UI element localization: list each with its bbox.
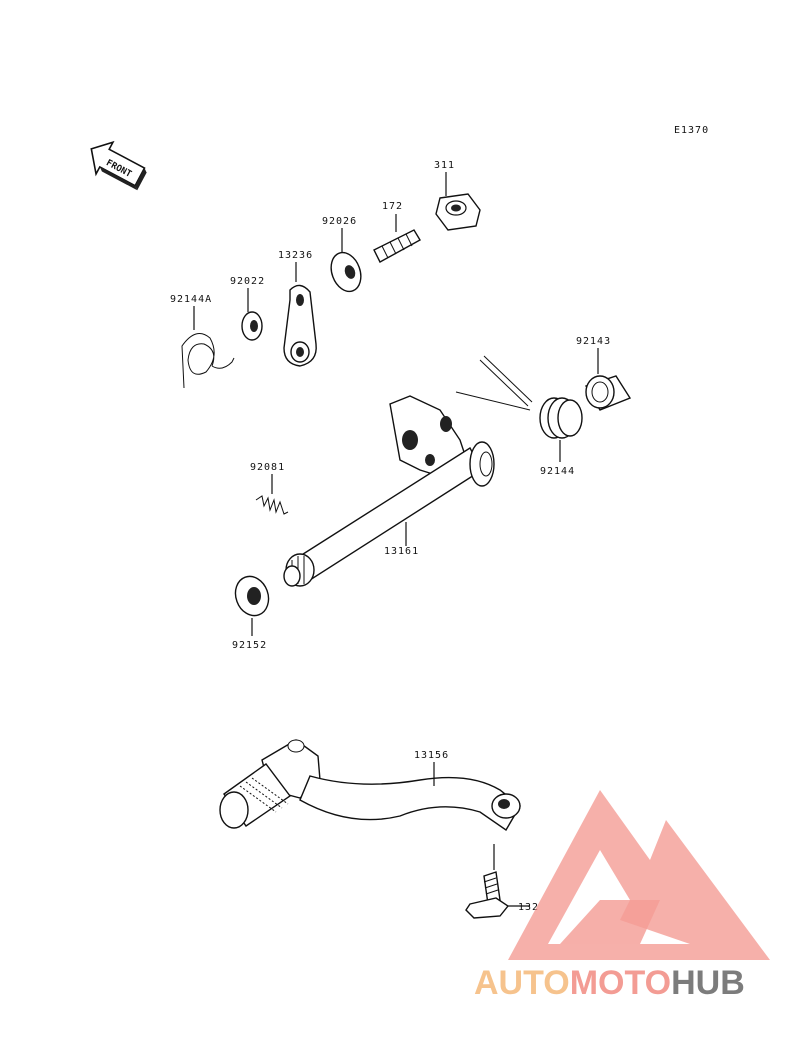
lever-13236: 13236 (278, 250, 317, 367)
label-washer-a: 92026 (322, 216, 357, 227)
pedal-13156: 13156 (219, 739, 521, 832)
label-oil-seal: 92152 (232, 640, 267, 651)
spring-92144a: 92144A (170, 294, 235, 389)
label-collar: 92143 (576, 336, 611, 347)
label-stud: 172 (382, 201, 403, 212)
washer-92026: 92026 (322, 216, 362, 293)
label-nut: 311 (434, 160, 455, 171)
stud-172: 172 (373, 201, 421, 263)
label-washer-b: 92022 (230, 276, 265, 287)
spring-92081: 92081 (250, 462, 289, 515)
label-shaft: 13161 (384, 546, 419, 557)
watermark-word-1: AUTO (474, 964, 570, 1002)
shaft-13161: 13161 (283, 395, 495, 587)
label-small-spring: 92081 (250, 462, 285, 473)
label-spring-b: 92144 (540, 466, 575, 477)
diagram-code: E1370 (674, 125, 709, 136)
watermark-word-2: MOTO (570, 964, 671, 1002)
washer-92022: 92022 (230, 276, 265, 341)
collar-92143: 92143 (576, 336, 632, 411)
nut-311: 311 (434, 160, 481, 231)
spring-92144: 92144 (455, 355, 583, 477)
front-arrow-icon: FRONT (90, 140, 147, 191)
oil-seal-92152: 92152 (232, 575, 270, 651)
label-spring-a: 92144A (170, 294, 212, 305)
svg-text:AUTOMOTOHUB: AUTOMOTOHUB (474, 964, 745, 1002)
label-lever: 13236 (278, 250, 313, 261)
watermark-logo: AUTOMOTOHUB (474, 790, 770, 1002)
label-bolt: 132 (518, 902, 539, 913)
watermark-word-3: HUB (671, 964, 745, 1002)
bolt-132: 132 (465, 844, 539, 919)
label-pedal: 13156 (414, 750, 449, 761)
